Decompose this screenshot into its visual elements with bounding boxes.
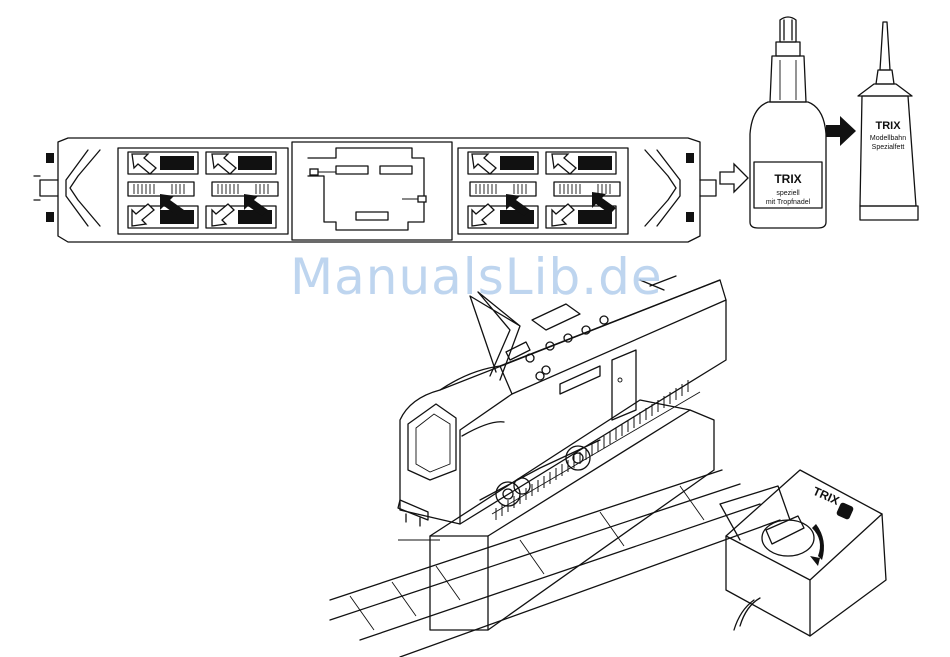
control-knob-icon [762, 516, 824, 566]
grease-brand-label: TRIX [875, 120, 901, 132]
grease-label-line1: Modellbahn [870, 135, 906, 142]
oil-bottle: TRIX speziell mit Tropfnadel [750, 17, 826, 228]
locomotive-illustration [330, 276, 790, 657]
oil-label-line2: mit Tropfnadel [766, 199, 811, 206]
grease-tube: TRIX Modellbahn Spezialfett [858, 22, 918, 220]
grease-label-line2: Spezialfett [872, 144, 905, 151]
bogie-diagram [34, 138, 716, 242]
white-arrow-icon [720, 164, 748, 192]
black-arrow-icon [826, 116, 856, 146]
oil-brand-label: TRIX [774, 172, 801, 186]
oil-label-line1: speziell [776, 190, 800, 197]
watermark: ManualsLib.de [290, 248, 663, 306]
controller-brand-label: TRIX [811, 484, 842, 508]
